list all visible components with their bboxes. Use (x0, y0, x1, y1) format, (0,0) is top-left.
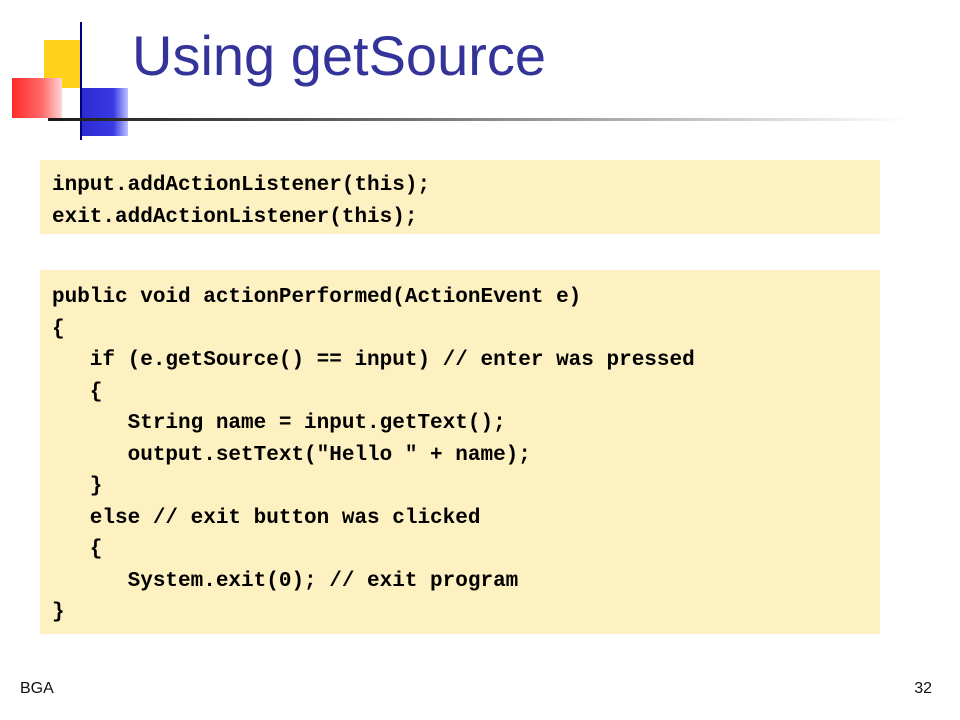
code-line: { (52, 380, 103, 404)
code-line: String name = input.getText(); (52, 412, 506, 435)
code-line: } (52, 475, 103, 498)
code-line: public void actionPerformed(ActionEvent … (52, 286, 582, 309)
code-block-listeners: input.addActionListener(this); exit.addA… (40, 160, 880, 234)
logo-vertical-line (80, 22, 82, 140)
code-line: if (e.getSource() == input) // enter was… (52, 349, 695, 372)
code-line: { (52, 317, 65, 341)
logo-blue-square (80, 88, 128, 136)
code-line: System.exit(0); // exit program (52, 569, 519, 593)
code-line: exit.addActionListener(this); (52, 205, 418, 229)
code-line: output.setText("Hello " + name); (52, 443, 531, 467)
page-number: 32 (914, 680, 932, 697)
footer-author: BGA (20, 680, 54, 697)
logo-red-square (12, 78, 62, 118)
code-line: input.addActionListener(this); (52, 174, 431, 197)
code-block-action-performed: public void actionPerformed(ActionEvent … (40, 270, 880, 634)
slide-title: Using getSource (132, 24, 547, 87)
code-line: else // exit button was clicked (52, 506, 481, 530)
code-line: } (52, 601, 65, 624)
title-underline (48, 118, 908, 121)
code-line: { (52, 538, 103, 561)
